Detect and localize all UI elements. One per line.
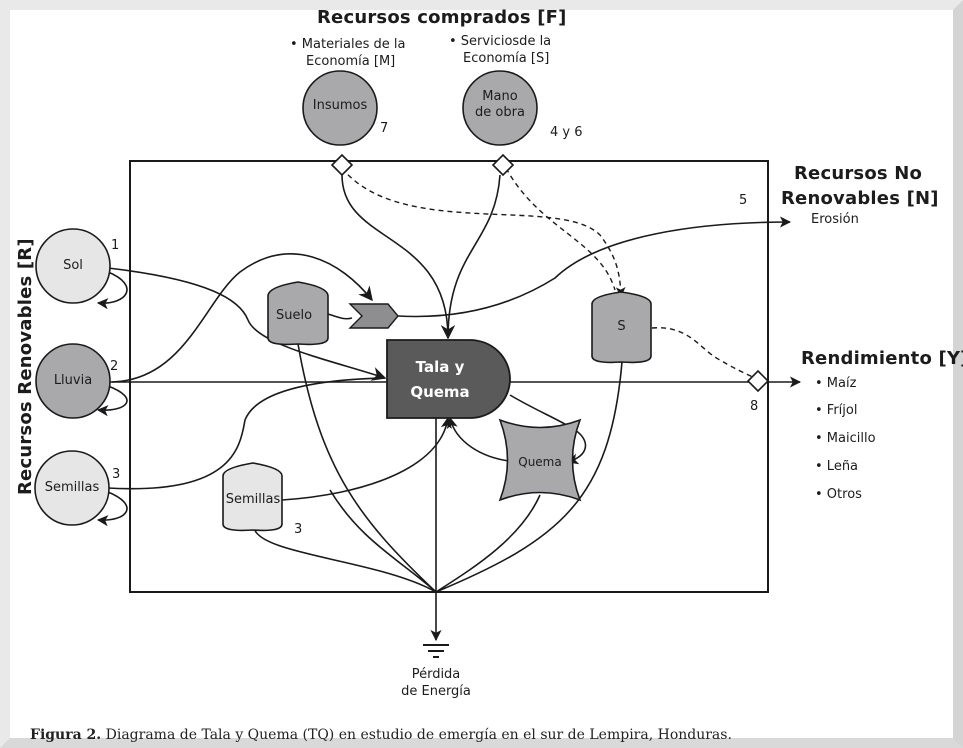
insumos-number: 7 bbox=[380, 121, 389, 136]
flow-s-to-sink bbox=[435, 361, 623, 593]
tala-y-quema-process bbox=[386, 339, 511, 419]
mano-transaction-diamond bbox=[491, 153, 515, 177]
money-flows bbox=[341, 167, 759, 381]
materials-note-line2: Economía [M] bbox=[306, 54, 396, 69]
yield-transaction-diamond bbox=[746, 369, 770, 393]
lluvia-label: Lluvia bbox=[53, 373, 93, 388]
sol-label: Sol bbox=[63, 258, 83, 273]
flow-quema-to-sink bbox=[435, 494, 541, 593]
process-label-line1: Tala y bbox=[415, 358, 465, 376]
lluvia-number: 2 bbox=[110, 359, 119, 374]
heat-sink-label-line1: Pérdida bbox=[411, 667, 461, 682]
flow-suelo-to-sink bbox=[297, 343, 437, 593]
insumos-label: Insumos bbox=[312, 98, 368, 113]
flow-semillas-storage-to-process bbox=[281, 416, 452, 501]
yield-item: • Leña bbox=[815, 459, 859, 474]
semillas-storage bbox=[222, 462, 283, 532]
s-storage bbox=[591, 291, 652, 364]
nonrenewable-heading-line2: Renovables [N] bbox=[781, 188, 939, 209]
flow-suelo-to-interaction bbox=[327, 313, 353, 320]
erosion-label: Erosión bbox=[811, 212, 859, 227]
semillas-loop bbox=[96, 491, 128, 527]
flow-insumos-to-process bbox=[341, 174, 456, 340]
erosion-number: 5 bbox=[739, 193, 748, 208]
materials-note-line1: • Materiales de la bbox=[290, 37, 406, 52]
quema-process bbox=[498, 418, 582, 502]
renewable-heading: Recursos Renovables [R] bbox=[15, 238, 36, 495]
mano-label-line2: de obra bbox=[475, 105, 525, 120]
yield-item: • Fríjol bbox=[815, 403, 858, 418]
semillas-number: 3 bbox=[112, 467, 121, 482]
s-storage-label: S bbox=[617, 319, 626, 334]
purchased-resources-heading: Recursos comprados [F] bbox=[317, 7, 567, 28]
services-note-line1: • Serviciosde la bbox=[449, 34, 552, 49]
semillas-source-label: Semillas bbox=[44, 480, 100, 495]
yield-item: • Maíz bbox=[815, 376, 857, 391]
interaction-gate bbox=[348, 303, 399, 329]
flow-to-erosion bbox=[397, 216, 792, 318]
flow-mano-to-process bbox=[447, 174, 501, 339]
semillas-storage-label: Semillas bbox=[225, 492, 281, 507]
process-label-line2: Quema bbox=[410, 383, 470, 401]
money-flow-insumos-to-s bbox=[341, 167, 626, 297]
mano-number: 4 y 6 bbox=[550, 125, 583, 140]
suelo-label: Suelo bbox=[275, 308, 313, 323]
lluvia-source bbox=[35, 343, 111, 419]
yield-item: • Otros bbox=[815, 487, 862, 502]
money-flow-s-to-yield bbox=[651, 327, 759, 381]
insumos-transaction-diamond bbox=[330, 153, 354, 177]
mano-label-line1: Mano bbox=[482, 89, 518, 104]
sol-loop bbox=[96, 271, 128, 310]
mano-de-obra-source bbox=[462, 70, 538, 146]
flow-semillas-storage-to-sink bbox=[253, 527, 437, 593]
heat-sink-icon bbox=[423, 644, 449, 658]
yield-heading: Rendimiento [Y] bbox=[801, 348, 963, 369]
sol-source bbox=[35, 228, 111, 304]
semillas-source bbox=[34, 450, 110, 526]
energy-flows bbox=[107, 174, 802, 642]
yield-item: • Maicillo bbox=[815, 431, 876, 446]
figure-caption-prefix: Figura 2. bbox=[30, 727, 102, 743]
sol-number: 1 bbox=[111, 238, 120, 253]
money-flow-mano-to-s bbox=[505, 167, 616, 291]
quema-label: Quema bbox=[518, 455, 562, 469]
figure-caption: Figura 2. Diagrama de Tala y Quema (TQ) … bbox=[30, 727, 732, 743]
source-loops bbox=[96, 271, 128, 527]
system-boundary bbox=[129, 160, 769, 593]
flow-semillas-to-process bbox=[107, 377, 386, 490]
semillas-storage-number: 3 bbox=[294, 522, 303, 537]
rendimiento-number: 8 bbox=[750, 399, 759, 414]
insumos-source bbox=[302, 70, 378, 146]
figure-caption-text: Diagrama de Tala y Quema (TQ) en estudio… bbox=[101, 727, 732, 743]
suelo-storage bbox=[267, 281, 329, 346]
flow-boundary-left-to-sink bbox=[329, 489, 437, 593]
lluvia-loop bbox=[96, 385, 128, 417]
flow-sol-to-process bbox=[107, 267, 387, 381]
heat-sink-label-line2: de Energía bbox=[401, 684, 471, 699]
services-note-line2: Economía [S] bbox=[463, 51, 550, 66]
nonrenewable-heading-line1: Recursos No bbox=[794, 163, 923, 184]
flow-lluvia-to-interaction bbox=[111, 253, 373, 383]
